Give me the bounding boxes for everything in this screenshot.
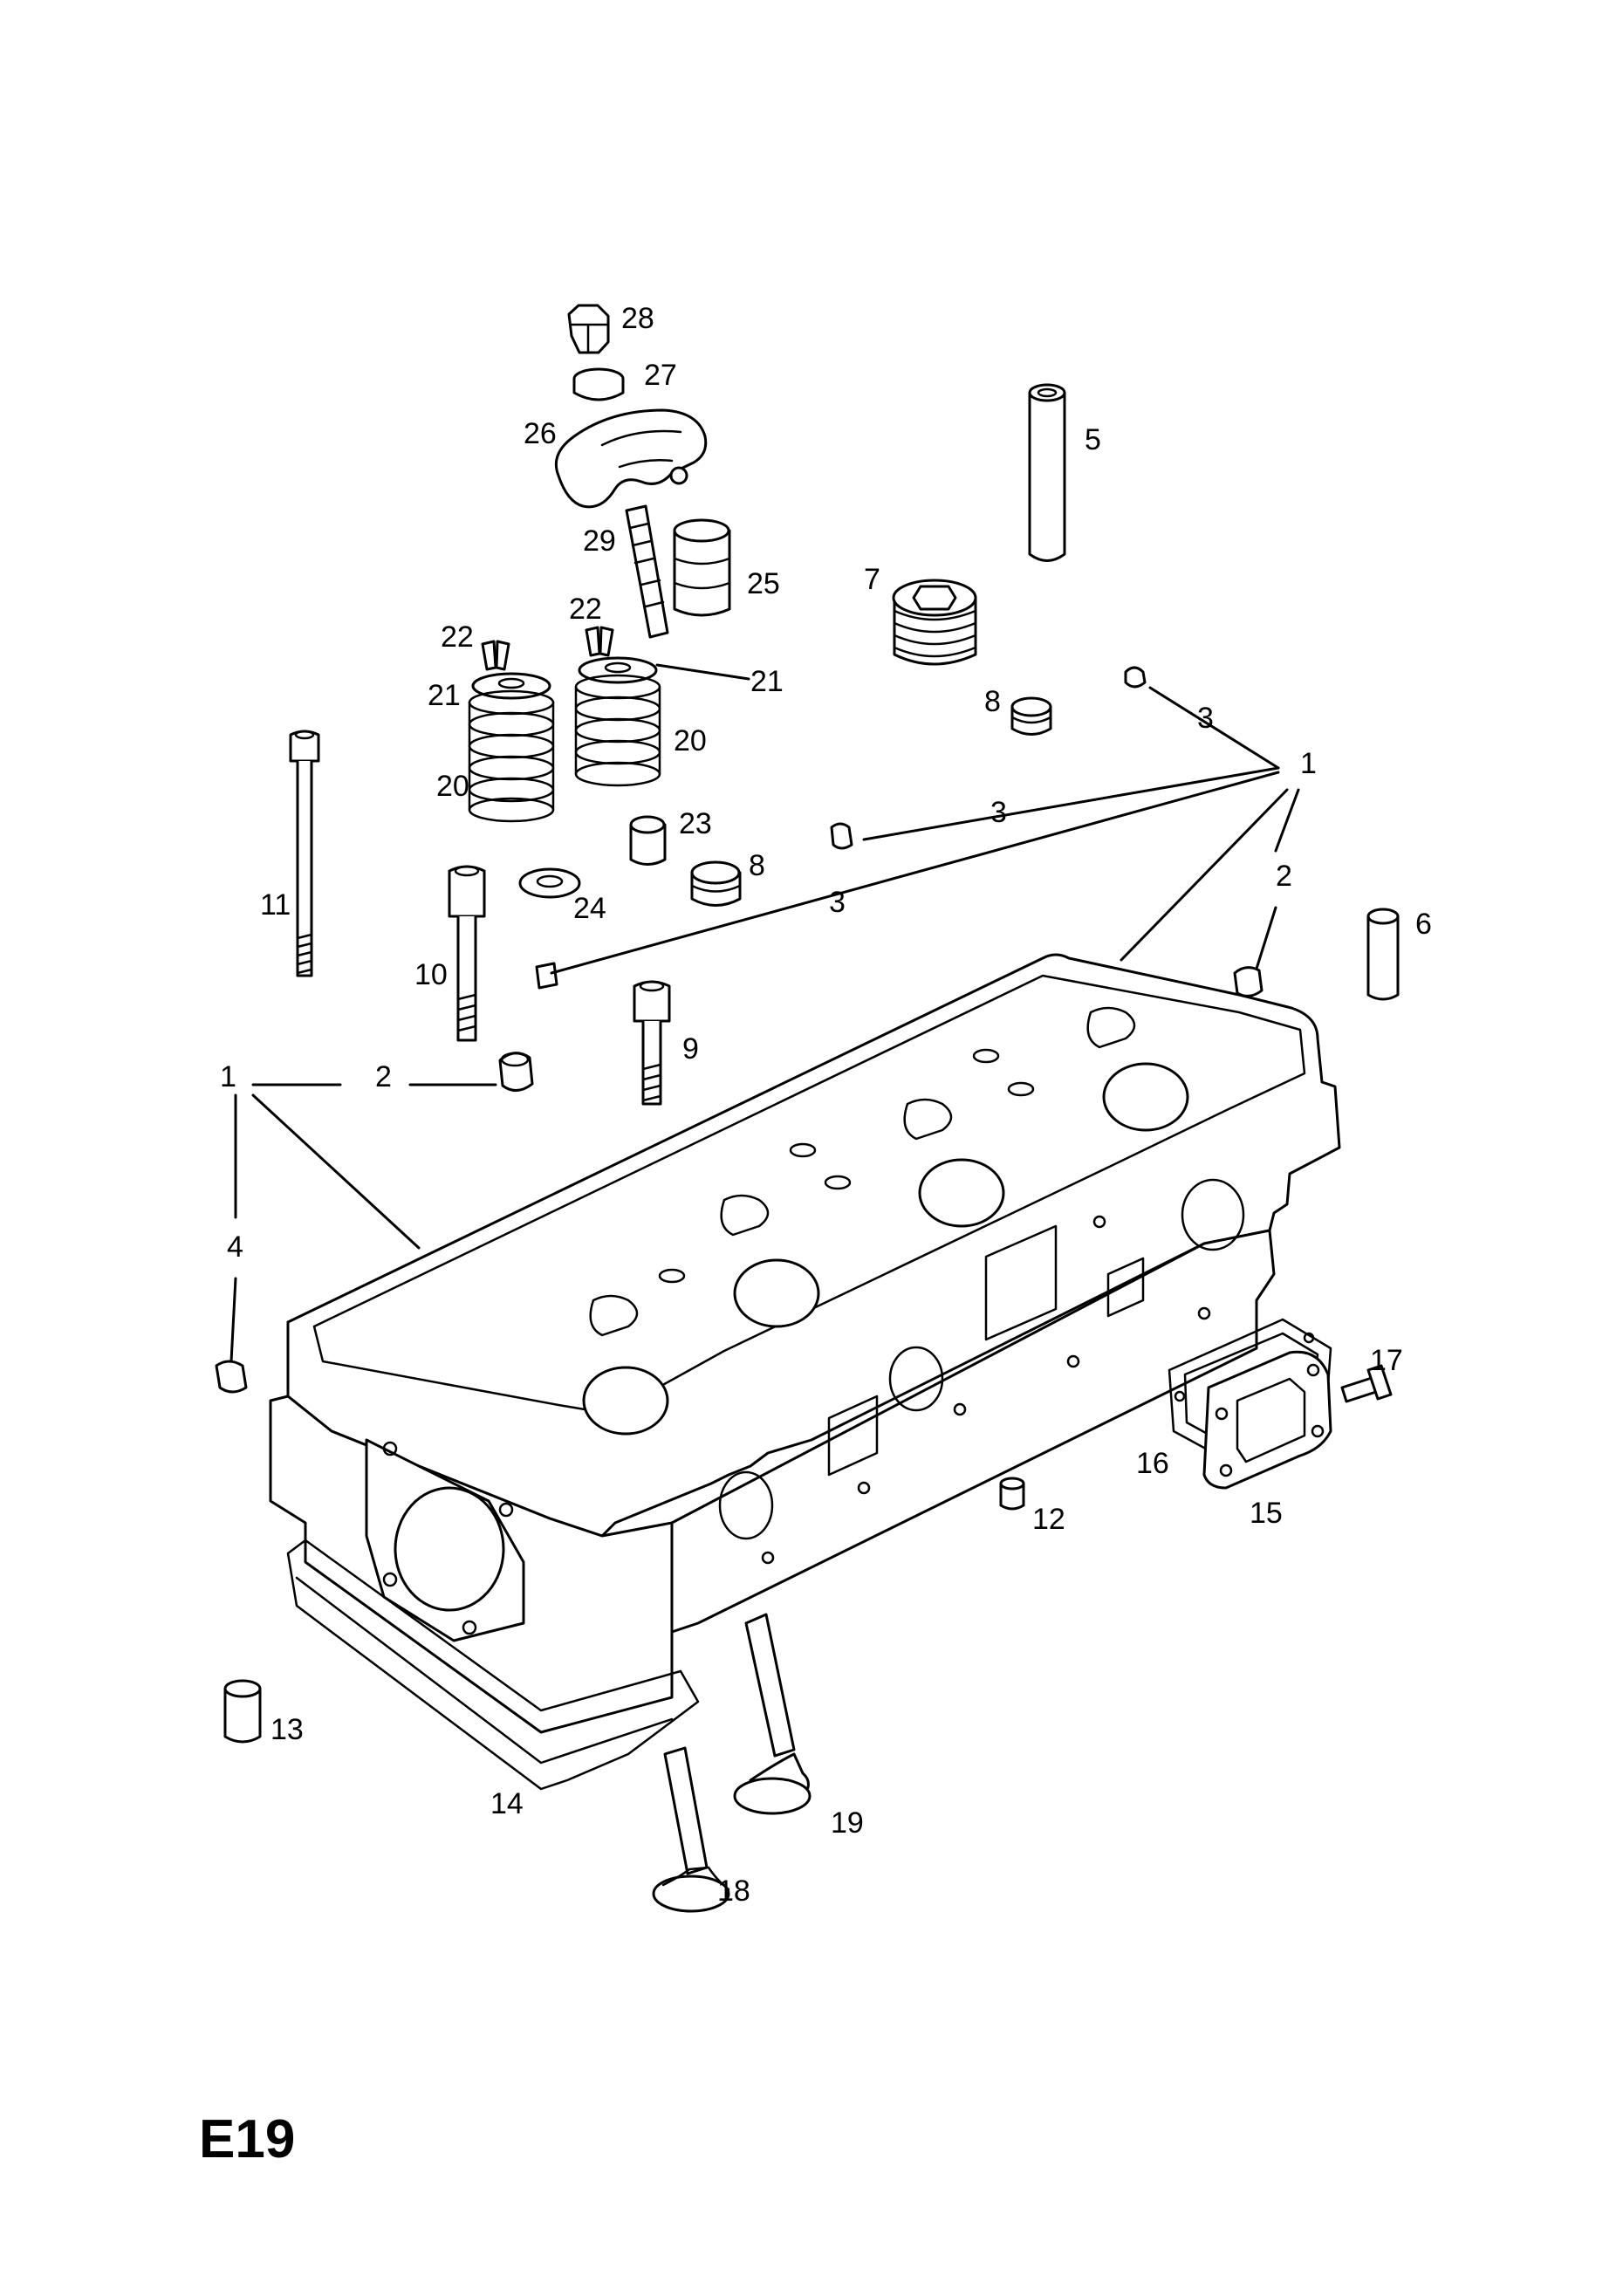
callout-2: 2: [1276, 860, 1292, 893]
callout-27: 27: [644, 359, 677, 392]
part-13-sleeve: [223, 1679, 262, 1744]
part-11-long-bolt: [289, 730, 320, 977]
callout-4: 4: [227, 1230, 243, 1264]
callout-11: 11: [260, 888, 291, 922]
part-8-plug-a: [1010, 696, 1052, 736]
part-5-tube: [1028, 383, 1066, 562]
callout-13: 13: [270, 1713, 304, 1746]
part-10-bolt: [448, 865, 486, 1042]
callout-3: 3: [829, 886, 846, 919]
callout-29: 29: [583, 524, 616, 558]
callout-26: 26: [524, 417, 557, 450]
part-7-plug: [892, 579, 977, 666]
callout-14: 14: [490, 1787, 524, 1820]
callout-10: 10: [414, 958, 448, 991]
part-18-valve: [652, 1746, 730, 1913]
part-9-bolt: [633, 980, 671, 1106]
part-24-washer: [518, 867, 581, 899]
callout-24: 24: [573, 892, 606, 925]
callout-8: 8: [749, 849, 765, 882]
callout-2: 2: [375, 1060, 392, 1093]
callout-21: 21: [428, 679, 461, 712]
part-6-pin: [1366, 908, 1400, 1001]
callout-8: 8: [984, 685, 1001, 718]
callout-1: 1: [220, 1060, 236, 1093]
part-1-cylinder-head: [269, 953, 1341, 1791]
callout-12: 12: [1032, 1503, 1065, 1536]
callout-3: 3: [1197, 702, 1214, 735]
part-20-spring-b: [574, 674, 661, 787]
callout-17: 17: [1370, 1344, 1403, 1377]
callout-6: 6: [1415, 908, 1432, 941]
callout-18: 18: [717, 1874, 750, 1908]
callout-22: 22: [441, 620, 474, 654]
part-3-plug-a: [1124, 666, 1147, 689]
callout-21: 21: [750, 665, 784, 698]
part-20-spring-a: [468, 689, 555, 823]
part-28-nut: [567, 304, 610, 354]
callout-22: 22: [569, 593, 602, 626]
part-27-ball-seat: [572, 367, 625, 401]
part-26-rocker-arm: [554, 408, 708, 509]
part-19-valve: [733, 1613, 812, 1815]
callout-1: 1: [1300, 747, 1317, 780]
part-25-tappet: [673, 518, 731, 617]
sheet-code: E19: [199, 2109, 295, 2169]
part-3-plug-c: [535, 962, 558, 990]
part-4-pin: [215, 1360, 248, 1394]
callout-20: 20: [674, 724, 707, 757]
callout-9: 9: [682, 1032, 699, 1066]
part-12-dowel: [999, 1477, 1025, 1511]
callout-7: 7: [864, 563, 880, 596]
leader-lines: [229, 663, 1300, 1363]
part-22-collets-a: [481, 640, 510, 671]
part-17-screw: [1340, 1364, 1393, 1403]
callout-23: 23: [679, 807, 712, 840]
part-29-stud: [625, 504, 669, 639]
part-8-plug-b: [690, 860, 742, 907]
callout-19: 19: [831, 1806, 864, 1840]
part-22-collets-b: [585, 626, 614, 657]
callout-25: 25: [747, 567, 780, 600]
part-2-dowel-b: [1233, 966, 1263, 997]
callout-3: 3: [990, 796, 1007, 829]
part-15-cover: [1202, 1350, 1332, 1490]
callout-15: 15: [1250, 1497, 1283, 1530]
callout-labels: 28 27 26 29 25 5 7 22 22 21 21 20 20 8 3…: [220, 302, 1432, 1908]
callout-16: 16: [1136, 1447, 1169, 1480]
callout-5: 5: [1085, 423, 1101, 456]
part-3-plug-b: [830, 822, 853, 850]
part-23-stem-seal: [629, 815, 667, 866]
callout-20: 20: [436, 770, 469, 803]
callout-28: 28: [621, 302, 654, 335]
part-2-dowel-a: [498, 1052, 534, 1092]
